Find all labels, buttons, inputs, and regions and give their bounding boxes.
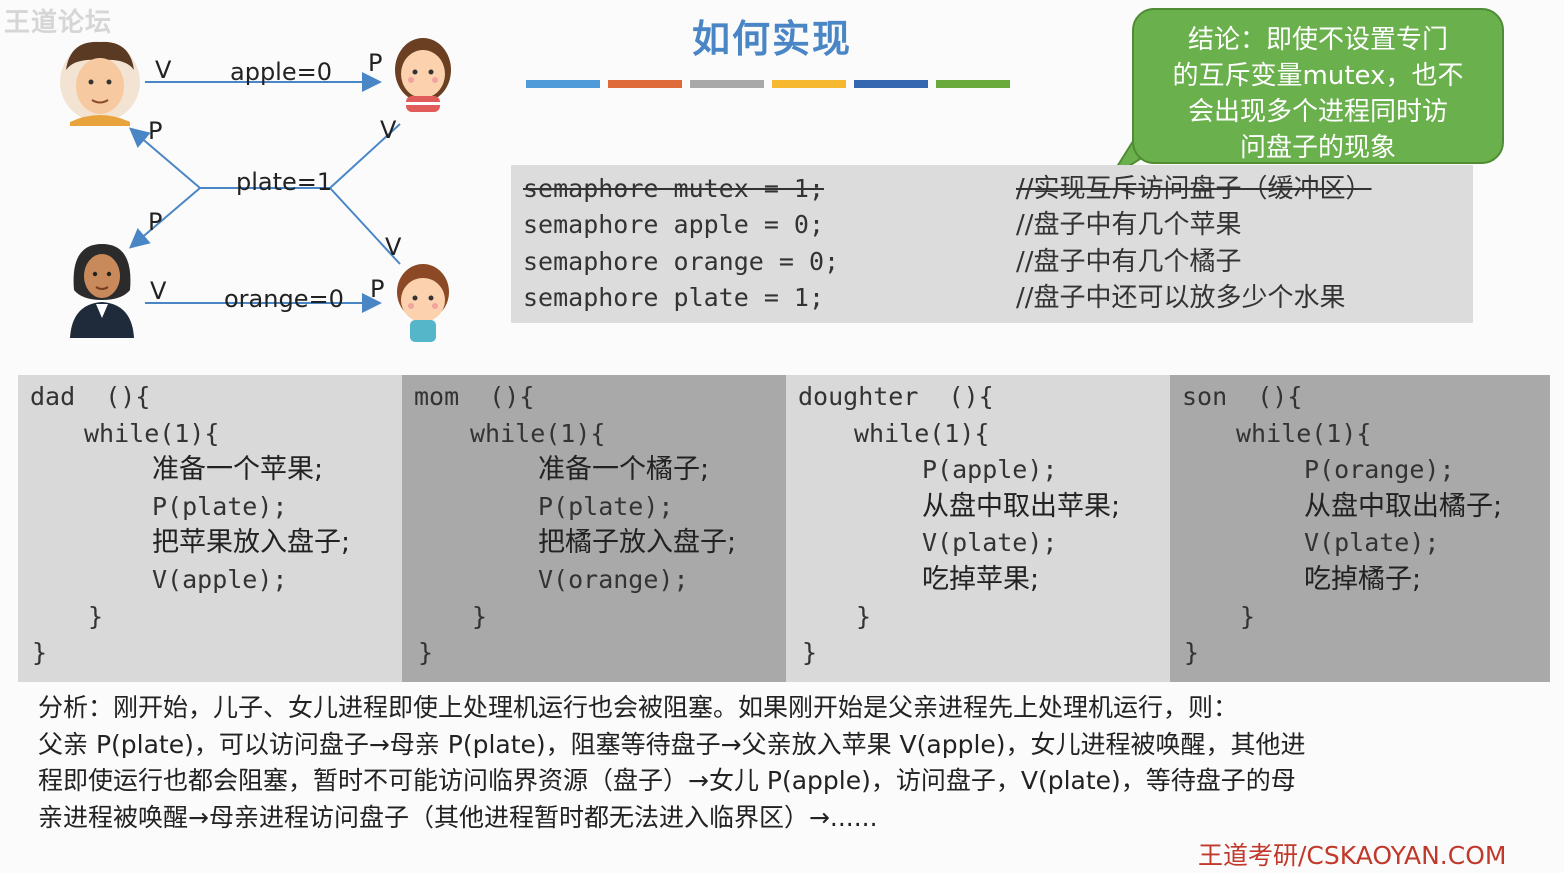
son-process-block: son (){ while(1){ P(orange); 从盘中取出橘子; V(…: [1170, 375, 1550, 682]
code-line: }: [802, 638, 818, 667]
semaphore-orange-code: semaphore orange = 0;: [523, 247, 840, 276]
code-line: 把苹果放入盘子;: [152, 527, 351, 558]
code-line: }: [1240, 602, 1256, 631]
analysis-line: 父亲 P(plate)，可以访问盘子→母亲 P(plate)，阻塞等待盘子→父亲…: [38, 729, 1306, 759]
bubble-line: 的互斥变量mutex，也不: [1172, 61, 1464, 91]
mom-plate-p-label: P: [148, 208, 163, 236]
color-divider: [526, 80, 1010, 88]
code-line: 从盘中取出苹果;: [922, 491, 1121, 522]
semaphore-mutex-code: semaphore mutex = 1;: [523, 174, 825, 203]
semaphore-declarations: semaphore mutex = 1; //实现互斥访问盘子（缓冲区） sem…: [511, 165, 1473, 323]
code-line: 准备一个苹果;: [152, 454, 324, 485]
mom-process-block: mom (){ while(1){ 准备一个橘子; P(plate); 把橘子放…: [402, 375, 786, 682]
code-line: 吃掉苹果;: [922, 564, 1040, 595]
code-line: 吃掉橘子;: [1304, 564, 1422, 595]
daughter-plate-v-label: V: [380, 116, 397, 144]
code-line: 准备一个橘子;: [538, 454, 710, 485]
analysis-text: 分析：刚开始，儿子、女儿进程即使上处理机运行也会被阻塞。如果刚开始是父亲进程先上…: [38, 690, 1548, 836]
semaphore-orange-comment: //盘子中有几个橘子: [1016, 247, 1242, 277]
bubble-line: 会出现多个进程同时访: [1187, 97, 1448, 127]
plate-to-dad-arrow: [128, 127, 201, 189]
son-orange-p-label: P: [370, 275, 385, 303]
code-line: doughter (){: [798, 382, 994, 411]
code-line: while(1){: [470, 419, 606, 448]
apple-semaphore-label: apple=0: [230, 58, 332, 86]
code-line: while(1){: [1236, 419, 1372, 448]
mom-orange-v-label: V: [150, 277, 167, 305]
watermark-logo: 王道论坛: [4, 8, 113, 38]
code-line: mom (){: [414, 382, 535, 411]
code-line: }: [472, 602, 488, 631]
code-line: V(orange);: [538, 565, 689, 594]
dad-process-block: dad (){ while(1){ 准备一个苹果; P(plate); 把苹果放…: [18, 375, 402, 682]
code-line: V(plate);: [922, 528, 1058, 557]
code-line: P(orange);: [1304, 455, 1455, 484]
son-avatar: [397, 264, 449, 342]
code-line: P(apple);: [922, 455, 1058, 484]
code-line: V(apple);: [152, 565, 288, 594]
plate-to-mom-arrow: [128, 187, 201, 249]
semaphore-plate-code: semaphore plate = 1;: [523, 283, 825, 312]
son-to-plate-line: [329, 187, 401, 265]
dad-plate-p-label: P: [148, 117, 163, 145]
code-line: P(plate);: [538, 492, 674, 521]
dad-apple-v-label: V: [155, 56, 172, 84]
analysis-line: 分析：刚开始，儿子、女儿进程即使上处理机运行也会被阻塞。如果刚开始是父亲进程先上…: [38, 693, 1239, 722]
bubble-line: 结论：即使不设置专门: [1187, 25, 1448, 55]
son-plate-v-label: V: [385, 233, 402, 261]
code-line: P(plate);: [152, 492, 288, 521]
code-line: }: [856, 602, 872, 631]
daughter-to-plate-line: [329, 123, 401, 189]
mom-avatar: [70, 244, 134, 338]
code-line: }: [1184, 638, 1200, 667]
semaphore-apple-code: semaphore apple = 0;: [523, 210, 825, 239]
code-line: }: [32, 638, 48, 667]
daughter-avatar: [395, 38, 451, 112]
bubble-line: 问盘子的现象: [1239, 133, 1396, 163]
code-line: }: [88, 602, 104, 631]
semaphore-mutex-comment: //实现互斥访问盘子（缓冲区）: [1016, 174, 1372, 204]
daughter-apple-p-label: P: [368, 49, 383, 77]
semaphore-plate-comment: //盘子中还可以放多少个水果: [1016, 283, 1346, 313]
code-line: dad (){: [30, 382, 151, 411]
orange-semaphore-label: orange=0: [224, 285, 344, 313]
page-title: 如何实现: [692, 17, 853, 61]
semaphore-apple-comment: //盘子中有几个苹果: [1016, 210, 1242, 240]
code-line: V(plate);: [1304, 528, 1440, 557]
dad-avatar: [60, 41, 140, 126]
footer-brand: 王道考研/CSKAOYAN.COM: [1198, 841, 1507, 870]
plate-semaphore-label: plate=1: [236, 168, 333, 196]
analysis-line: 程即使运行也都会阻塞，暂时不可能访问临界资源（盘子）→女儿 P(apple)，访…: [38, 766, 1296, 795]
code-line: son (){: [1182, 382, 1303, 411]
code-line: 把橘子放入盘子;: [538, 527, 737, 558]
process-diagram: [60, 38, 451, 342]
conclusion-bubble: 结论：即使不设置专门 的互斥变量mutex，也不 会出现多个进程同时访 问盘子的…: [1132, 8, 1504, 164]
code-line: 从盘中取出橘子;: [1304, 491, 1503, 522]
code-line: while(1){: [84, 419, 220, 448]
code-line: }: [418, 638, 434, 667]
daughter-process-block: doughter (){ while(1){ P(apple); 从盘中取出苹果…: [786, 375, 1170, 682]
code-line: while(1){: [854, 419, 990, 448]
analysis-line: 亲进程被唤醒→母亲进程访问盘子（其他进程暂时都无法进入临界区）→......: [38, 802, 878, 832]
